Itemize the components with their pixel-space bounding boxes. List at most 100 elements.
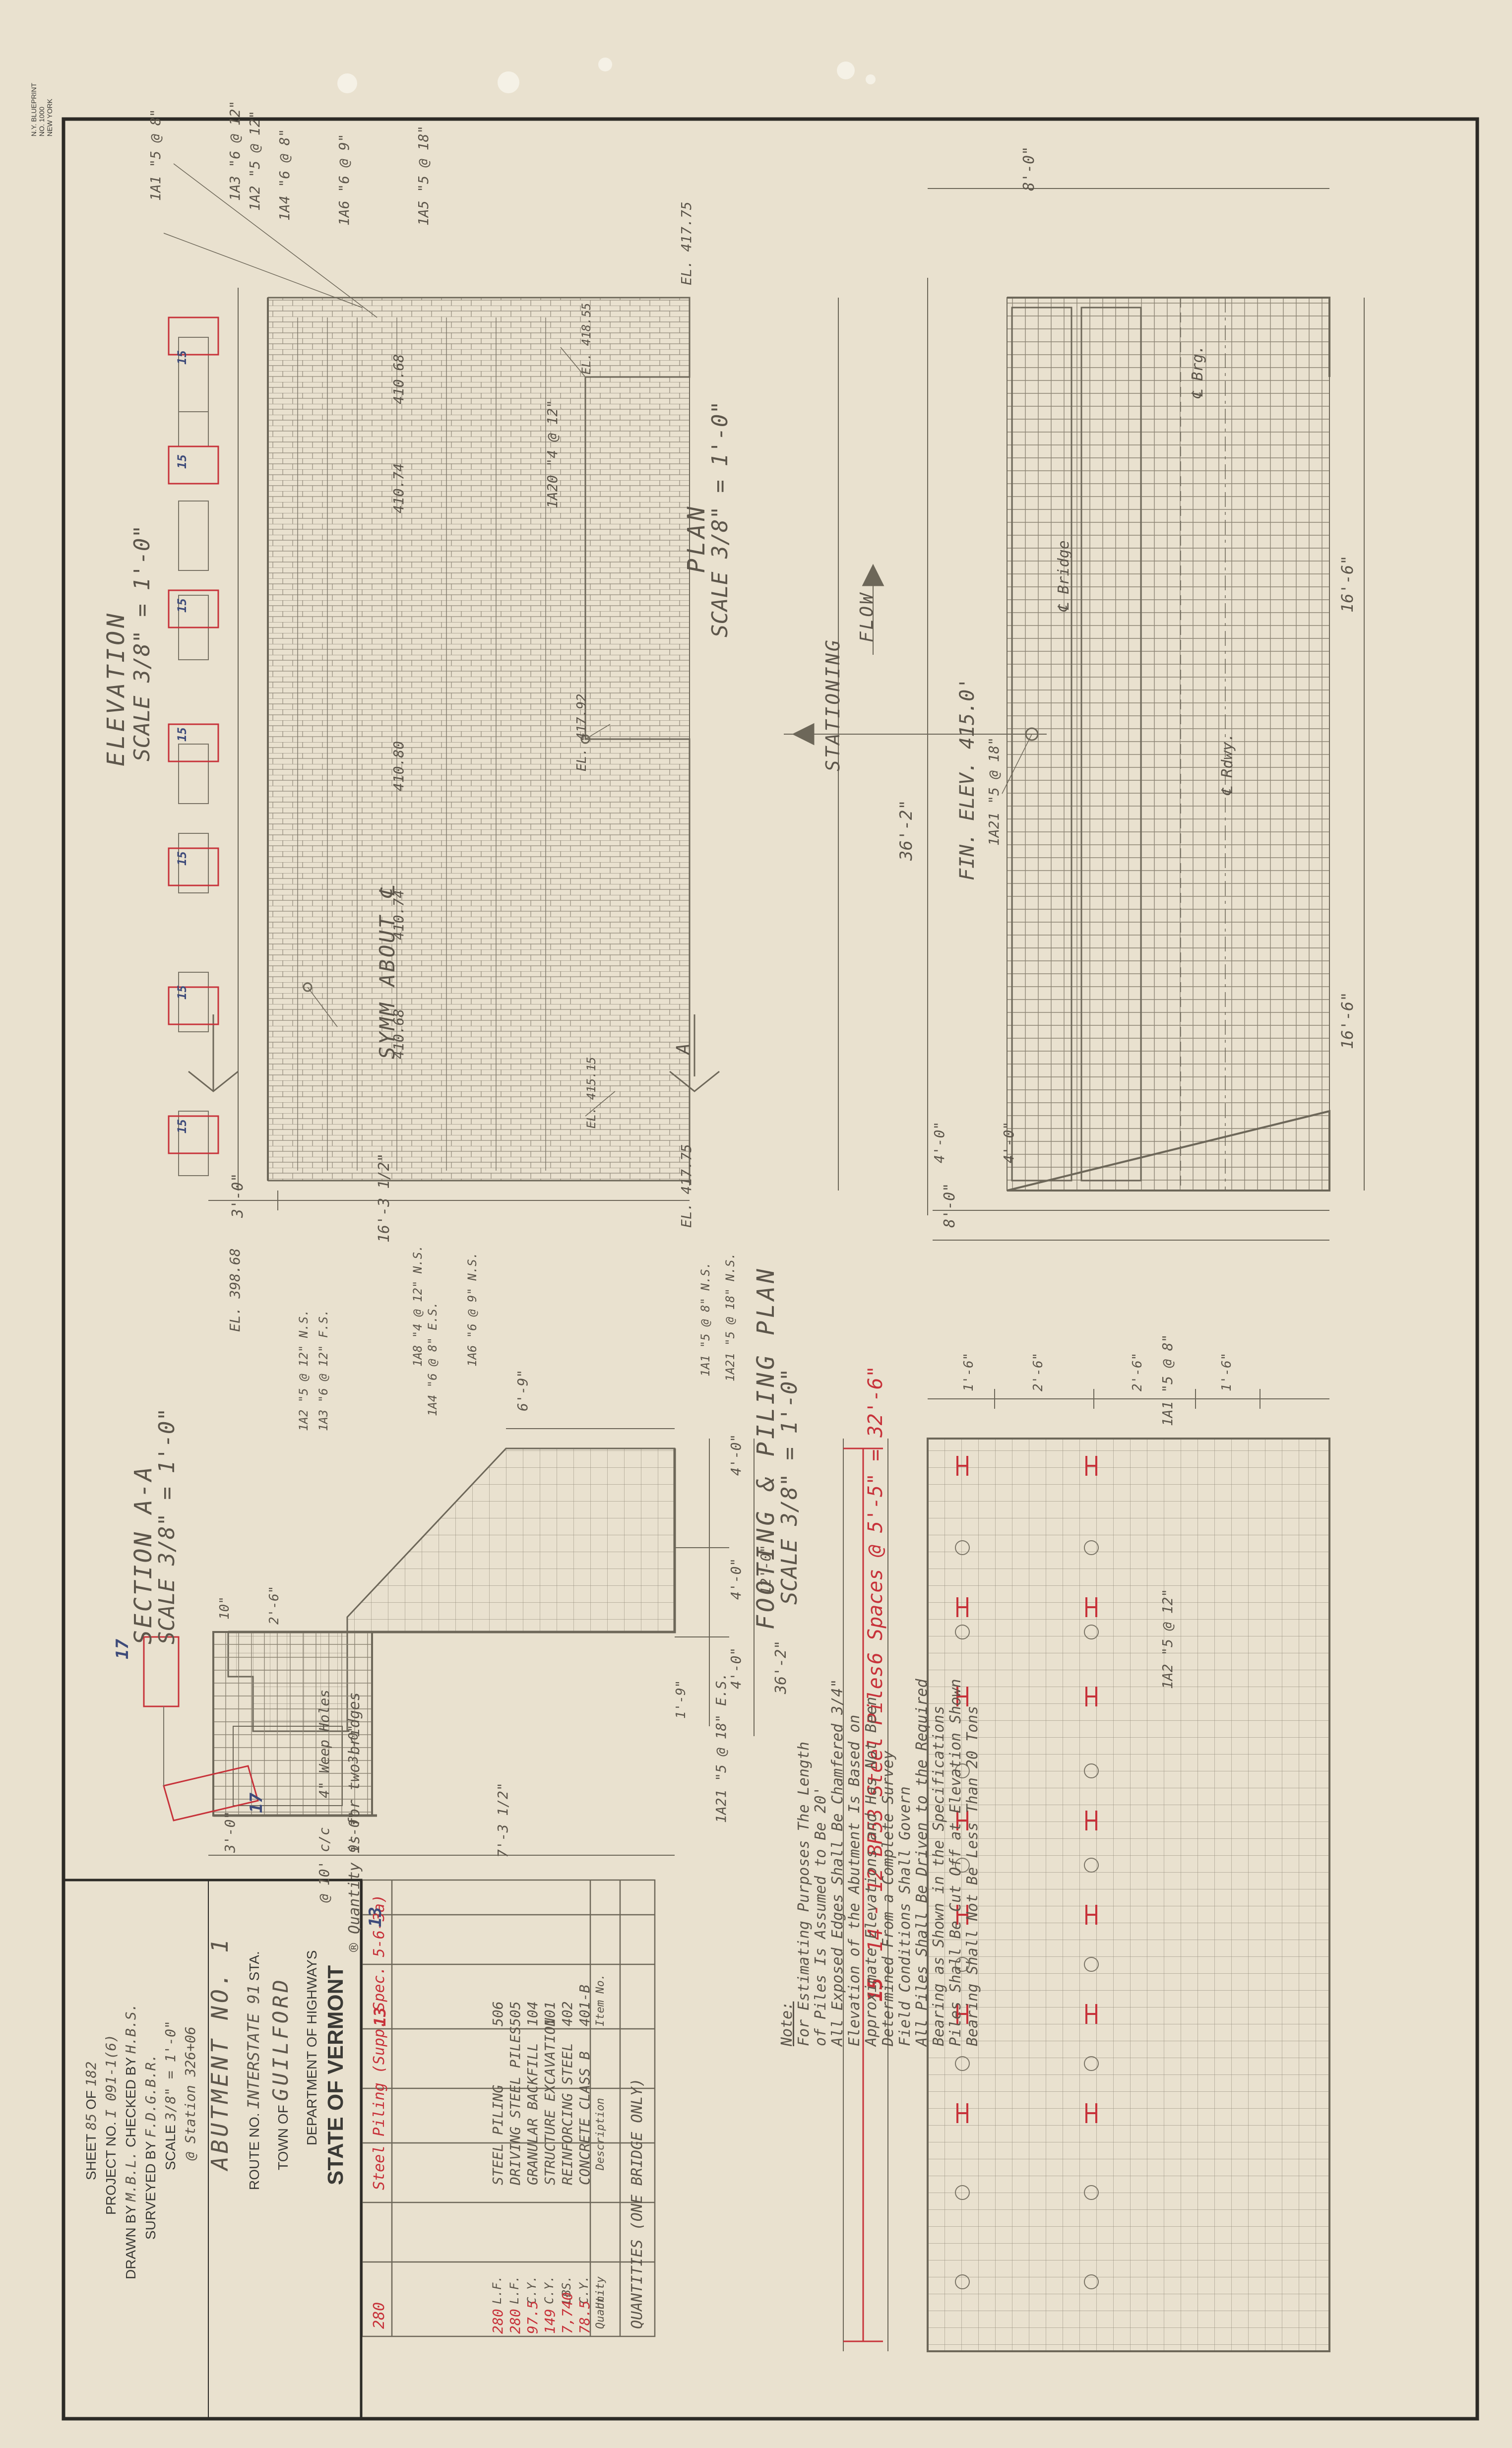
dim-section-top: 6'-9" (514, 1369, 531, 1411)
qty-unit: C.Y. (542, 2275, 556, 2304)
section-scale: SCALE 3/8" = 1'-0" (154, 1408, 180, 1644)
note-line: For Estimating Purposes The Length (795, 1741, 813, 2046)
town-value: GUILFORD (268, 1977, 293, 2101)
pile-mark-5: 15 (175, 851, 189, 866)
title-station: @ Station 326+06 (182, 2026, 198, 2160)
qty-value: 280 (507, 2309, 523, 2334)
rebar-elev-6: 1A6 "6 @ 9" (336, 133, 352, 226)
scale-value: 3/8" = 1'-0" (162, 2020, 179, 2121)
dim-width-bottom: 8'-0" (941, 1183, 958, 1228)
qty-value: 280 (490, 2309, 506, 2334)
pile-mark-3: 15 (175, 598, 189, 613)
qty-desc: DRIVING STEEL PILES (507, 2026, 523, 2185)
qty-unit: L.F. (490, 2275, 504, 2304)
qty-item: 505 (507, 2001, 523, 2026)
sheet-label: SHEET (83, 2134, 99, 2180)
title-drawing: ABUTMENT NO. 1 (206, 1936, 233, 2170)
note-line: Bearing as Shown in the Specifications (930, 1705, 947, 2046)
piling-spaces: 6 Spaces @ 5'-5" = 32'-6" (864, 1365, 887, 1664)
dim-half-length: 16'-6" (1338, 555, 1357, 613)
rebar-elev-8: 1A21 "5 @ 18" (986, 737, 1002, 846)
elevation-title: ELEVATION (102, 610, 130, 766)
section-pile-mark-1: 17 (113, 1639, 132, 1659)
title-scale: SCALE 3/8" = 1'-0" (162, 2020, 179, 2170)
notes-heading: Note: (778, 2001, 796, 2046)
title-sheet: SHEET 85 OF 182 (83, 2061, 99, 2180)
route-label: ROUTE NO. (247, 2113, 262, 2190)
note-line: of Piles Is Assumed to Be 20' (812, 1786, 829, 2046)
qty-value: 97.5 (524, 2300, 541, 2334)
qty-desc: CONCRETE CLASS B (576, 2051, 593, 2185)
rebar-sect-1: 1A2 "5 @ 12" N.S. (297, 1309, 311, 1431)
qty-footnote-2: @ 10' c/c (316, 1827, 332, 1902)
el-top-left: EL. 417.75 (678, 201, 694, 285)
project-label: PROJECT NO. (103, 2122, 119, 2215)
dim-elev-left: 3'-0" (229, 1173, 247, 1218)
town-label: TOWN OF (275, 2105, 291, 2170)
pile-mark-6: 15 (175, 985, 189, 1000)
plan-title: PLAN (683, 503, 710, 573)
note-line: All Exposed Edges Shall Be Chamfered 3/4… (829, 1679, 846, 2046)
drawn-label: DRAWN BY (123, 2205, 138, 2279)
rebar-elev-5: 1A5 "5 @ 18" (415, 125, 432, 226)
qty-header-item: Item No. (594, 1974, 607, 2026)
section-pile-mark-2: 17 (247, 1793, 266, 1813)
el-bottom: EL. 398.68 (227, 1248, 243, 1332)
rebar-sect-4: 1A21 "5 @ 18" N.S. (723, 1252, 737, 1381)
of-label: OF (83, 2090, 99, 2110)
title-state: STATE OF VERMONT (323, 1965, 348, 2185)
checked-label: CHECKED BY (123, 2057, 138, 2147)
quantities-title: QUANTITIES (ONE BRIDGE ONLY) (629, 2078, 646, 2329)
footing-plan-view (843, 1389, 1330, 2352)
qty-header-desc: Description (594, 2098, 607, 2170)
plan-view (784, 188, 1365, 1241)
el-mid: EL. 417.92 (574, 693, 589, 771)
pile-mark-1: 15 (175, 350, 189, 365)
grade-3: 410.80 (390, 741, 407, 791)
rebar-elev-4: 1A4 "6 @ 8" (276, 128, 293, 221)
note-line: Determined From a Complete Survey (880, 1750, 897, 2046)
rebar-ftg-1: 1A1 "5 @ 8" (1159, 1334, 1176, 1426)
elevation-view (163, 163, 720, 1210)
section-title: SECTION A-A (129, 1465, 157, 1644)
qty-value: 149 (542, 2309, 558, 2334)
note-line: Elevation of the Abutment Is Based on (846, 1714, 863, 2046)
dim-section-bottom: 7'-3 1/2" (495, 1782, 511, 1858)
qty-item: 104 (524, 2001, 541, 2026)
sta-label: STA. (247, 1951, 262, 1981)
rebar-elev-1: 1A1 "5 @ 8" (147, 109, 164, 201)
dim-half-width: 4'-0" (931, 1121, 947, 1163)
bridge-cl-label: ℄ Bridge (1055, 540, 1072, 613)
title-dept: DEPARTMENT OF HIGHWAYS (304, 1950, 319, 2145)
bearing-cl-label: ℄ Brg. (1189, 345, 1206, 399)
section-mark-a: A (673, 1043, 693, 1054)
weep-holes-label: 4" Weep Holes (316, 1689, 332, 1798)
title-drawn: DRAWN BY M.B.L. CHECKED BY H.B.S. (123, 2003, 139, 2279)
section-view (143, 1428, 755, 1856)
rebar-sect-5: 1A1 "5 @ 8" N.S. (698, 1261, 712, 1377)
dim-section-toe: 10" (217, 1596, 232, 1620)
dim-section-step: 1'-9" (674, 1680, 689, 1719)
title-surveyed: SURVEYED BY F.D.G.B.R. (142, 2054, 159, 2240)
dim-section-left: 3'-0" (222, 1811, 238, 1853)
stationing-label: STATIONING (822, 638, 844, 771)
qty-desc: STEEL PILING (490, 2084, 506, 2185)
note-line: Approximate Elevations and Has Not Been (863, 1696, 880, 2046)
qty-item: 506 (490, 2001, 506, 2026)
pile-mark-4: 15 (175, 727, 189, 742)
dim-elev-mid: 16'-3 1/2" (376, 1153, 393, 1243)
of-value: 182 (83, 2061, 99, 2087)
flow-label: FLOW (857, 591, 877, 642)
grade-4: 410.74 (390, 889, 407, 940)
el-seat-1: EL. 418.55 (579, 303, 593, 375)
qty-item: 401-B (576, 1984, 593, 2026)
pile-mark-2: 15 (175, 454, 189, 469)
dim-section-h2: 4'-0" (728, 1558, 744, 1600)
rebar-elev-3: 1A3 "6 @ 12" (227, 100, 243, 201)
qty-desc: REINFORCING STEEL (559, 2043, 575, 2185)
checked-value: H.B.S. (123, 2003, 139, 2054)
notes: Note: For Estimating Purposes The Length… (778, 1679, 981, 2046)
dim-half-length-2: 16'-6" (1338, 992, 1357, 1049)
project-value: I 091-1(6) (103, 2034, 119, 2118)
fin-elev-label: FIN. ELEV. 415.0' (956, 677, 979, 880)
